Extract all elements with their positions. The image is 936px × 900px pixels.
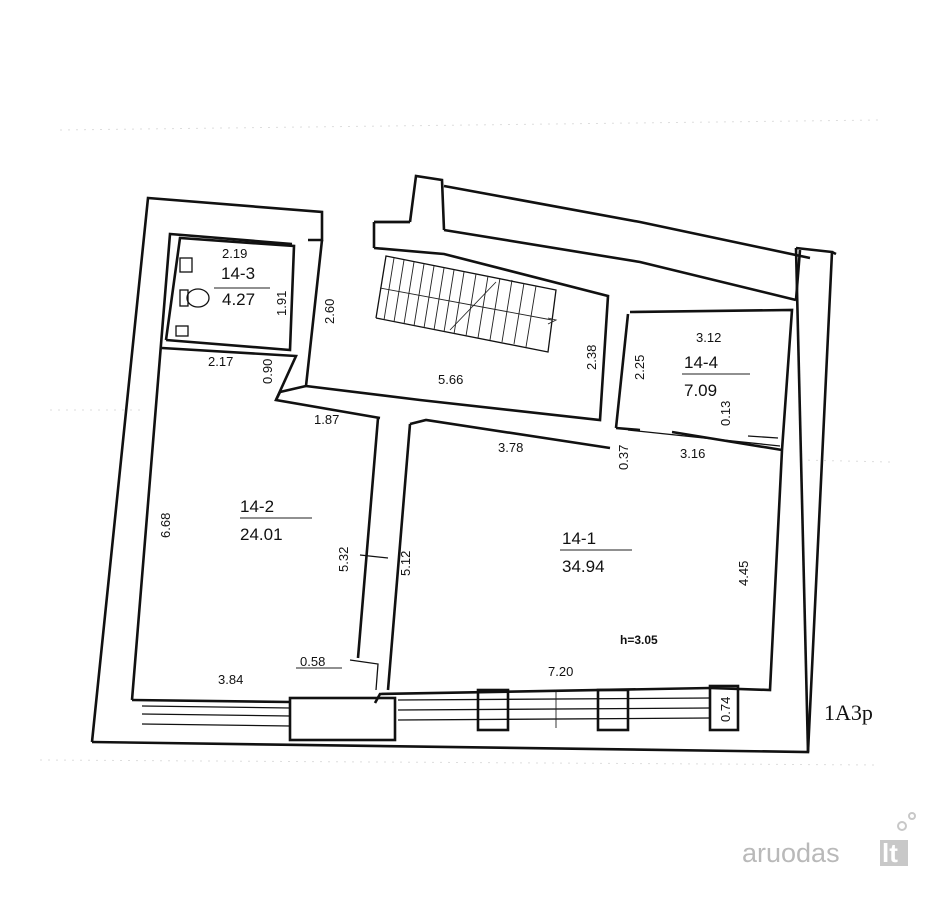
dim-0-37: 0.37 [616,445,631,470]
room-14-3-area: 4.27 [222,290,255,309]
dim-2-38: 2.38 [584,345,599,370]
outer-wall [90,174,837,754]
room-14-3-label: 14-3 [221,264,255,283]
dim-5-32: 5.32 [336,547,351,572]
plan-code: 1A3p [824,700,873,725]
watermark-suffix: lt [882,838,898,868]
ceiling-height: h=3.05 [620,633,658,647]
dim-5-12: 5.12 [398,551,413,576]
dim-3-16: 3.16 [680,446,705,461]
scan-noise [39,119,891,766]
watermark-text: aruodas [742,838,840,868]
staircase [375,255,558,353]
dim-2-25: 2.25 [632,355,647,380]
dim-3-12: 3.12 [696,330,721,345]
dim-3-78: 3.78 [498,440,523,455]
room-14-1-label: 14-1 [562,529,596,548]
watermark-bubble-icon [897,821,907,831]
dim-2-60: 2.60 [322,299,337,324]
dim-1-87: 1.87 [314,412,339,427]
room-14-4-area: 7.09 [684,381,717,400]
dim-1-91: 1.91 [274,291,289,316]
room-14-2-walls [161,313,783,691]
room-14-2-area: 24.01 [240,525,283,544]
windows-strip [141,684,740,742]
dim-3-84: 3.84 [218,672,243,687]
dim-6-68: 6.68 [158,513,173,538]
watermark-badge [880,840,908,866]
room-14-4-label: 14-4 [684,353,718,372]
room-14-2-label: 14-2 [240,497,274,516]
dim-7-20: 7.20 [548,664,573,679]
dim-5-66: 5.66 [438,372,463,387]
dim-0-58: 0.58 [300,654,325,669]
dim-0-74: 0.74 [718,697,733,722]
dim-0-13: 0.13 [718,401,733,426]
watermark: aruodas lt [742,812,916,868]
dim-0-90: 0.90 [260,359,275,384]
dim-2-19: 2.19 [222,246,247,261]
dim-2-17: 2.17 [208,354,233,369]
watermark-bubble-small-icon [908,812,916,820]
dimension-lines [214,287,750,728]
room-14-1-area: 34.94 [562,557,605,576]
room-wc [164,236,296,352]
dim-4-45: 4.45 [736,561,751,586]
